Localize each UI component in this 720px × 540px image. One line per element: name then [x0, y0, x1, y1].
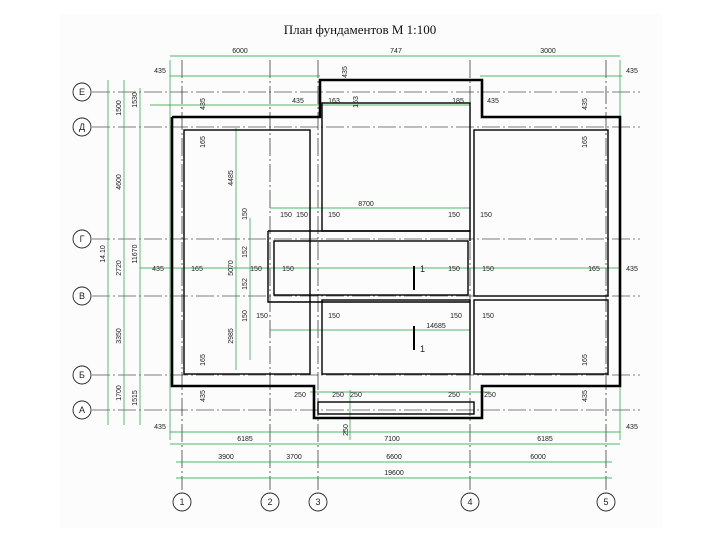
dim-text: 435: [154, 424, 166, 431]
axis-bubbles-numbers: 1 2 3 4 5: [172, 492, 616, 512]
dim-text: 11670: [132, 244, 139, 263]
dim-text: 6000: [530, 454, 546, 461]
dim-text: 165: [588, 266, 600, 273]
axis-label-v: В: [79, 291, 85, 301]
vertical-axis-lines: [181, 60, 607, 490]
section-label: 1: [420, 264, 425, 274]
axis-bubbles-letters: Е Д Г В Б А: [72, 82, 92, 420]
left-dimensions: 1500 4600 2720 3350 1700 1530 11670 1515…: [100, 66, 589, 436]
dim-text: 6600: [386, 454, 402, 461]
axis-label-g: Г: [80, 234, 85, 244]
dim-text: 435: [487, 98, 499, 105]
dim-text: 1500: [116, 100, 123, 116]
dim-text: 435: [152, 266, 164, 273]
dim-text: 150: [482, 313, 494, 320]
dim-text: 163: [353, 96, 360, 108]
dim-text: 19600: [384, 470, 404, 477]
top-dimensions: 6000 747 3000 435 435 435 163 185 435: [154, 48, 638, 105]
dim-text: 250: [332, 392, 344, 399]
dim-text: 1530: [132, 92, 139, 108]
dim-text: 8700: [358, 201, 374, 208]
dim-text: 150: [328, 212, 340, 219]
dim-text: 3700: [286, 454, 302, 461]
bottom-dimensions: 6185 7100 6185 3900 3700 6600 6000 19600: [218, 436, 553, 477]
dim-text: 1700: [116, 385, 123, 401]
dim-text: 165: [200, 136, 207, 148]
dim-text: 1515: [132, 390, 139, 406]
axis-label-b: Б: [79, 370, 85, 380]
axis-label-1: 1: [179, 497, 184, 507]
dim-text: 7100: [384, 436, 400, 443]
dim-text: 250: [448, 392, 460, 399]
dim-text: 435: [154, 68, 166, 75]
axis-label-3: 3: [315, 497, 320, 507]
section-label: 1: [420, 344, 425, 354]
dim-text: 150: [242, 208, 249, 220]
dim-text: 435: [626, 68, 638, 75]
dim-text: 5070: [228, 260, 235, 276]
dim-text: 250: [350, 392, 362, 399]
dim-text: 4485: [228, 170, 235, 186]
dim-text: 435: [200, 390, 207, 402]
horizontal-axis-lines: [92, 91, 640, 411]
dim-text: 165: [582, 354, 589, 366]
page-title: План фундаментов М 1:100: [283, 22, 437, 37]
dim-text: 150: [242, 310, 249, 322]
dim-text: 150: [480, 212, 492, 219]
drawing-sheet: [60, 14, 662, 528]
dim-text: 747: [390, 48, 402, 55]
dim-text: 435: [200, 98, 207, 110]
foundation-walls: [170, 78, 622, 420]
dim-text: 150: [296, 212, 308, 219]
axis-label-2: 2: [267, 497, 272, 507]
dim-text: 150: [448, 212, 460, 219]
dim-text: 2720: [116, 260, 123, 276]
dim-text: 250: [343, 424, 350, 436]
axis-label-5: 5: [603, 497, 608, 507]
dim-text: 150: [482, 266, 494, 273]
dim-text: 435: [582, 98, 589, 110]
dim-text: 3000: [540, 48, 556, 55]
dim-text: 3900: [218, 454, 234, 461]
dim-text: 165: [200, 354, 207, 366]
dim-text: 150: [328, 313, 340, 320]
dim-text: 6185: [537, 436, 553, 443]
dim-text: 163: [328, 98, 340, 105]
dim-text: 150: [256, 313, 268, 320]
dim-text: 14685: [426, 323, 446, 330]
inner-dimensions: 8700 14685 150 150 150 150 150 435 165 1…: [152, 201, 638, 431]
dim-text: 150: [448, 266, 460, 273]
dim-text: 152: [242, 246, 249, 258]
axis-label-d: Д: [79, 122, 85, 132]
axis-label-4: 4: [467, 497, 472, 507]
dim-text: 250: [294, 392, 306, 399]
dim-text: 14.10: [100, 245, 107, 263]
section-marks: 1 1: [413, 264, 425, 354]
dim-text: 435: [626, 266, 638, 273]
dim-text: 250: [484, 392, 496, 399]
dim-text: 435: [292, 98, 304, 105]
dim-text: 3350: [116, 328, 123, 344]
dimension-lines: [107, 55, 622, 479]
dim-text: 2985: [228, 328, 235, 344]
dim-text: 150: [282, 266, 294, 273]
dim-text: 152: [242, 278, 249, 290]
dim-text: 165: [582, 136, 589, 148]
axis-label-e: Е: [79, 87, 85, 97]
dim-text: 150: [450, 313, 462, 320]
dim-text: 435: [342, 66, 349, 78]
dim-text: 150: [280, 212, 292, 219]
dim-text: 6185: [237, 436, 253, 443]
axis-label-a: А: [79, 405, 85, 415]
dim-text: 4600: [116, 174, 123, 190]
dim-text: 165: [191, 266, 203, 273]
dim-text: 185: [452, 98, 464, 105]
dim-text: 435: [626, 424, 638, 431]
dim-text: 6000: [232, 48, 248, 55]
dim-text: 150: [250, 266, 262, 273]
dim-text: 435: [582, 390, 589, 402]
